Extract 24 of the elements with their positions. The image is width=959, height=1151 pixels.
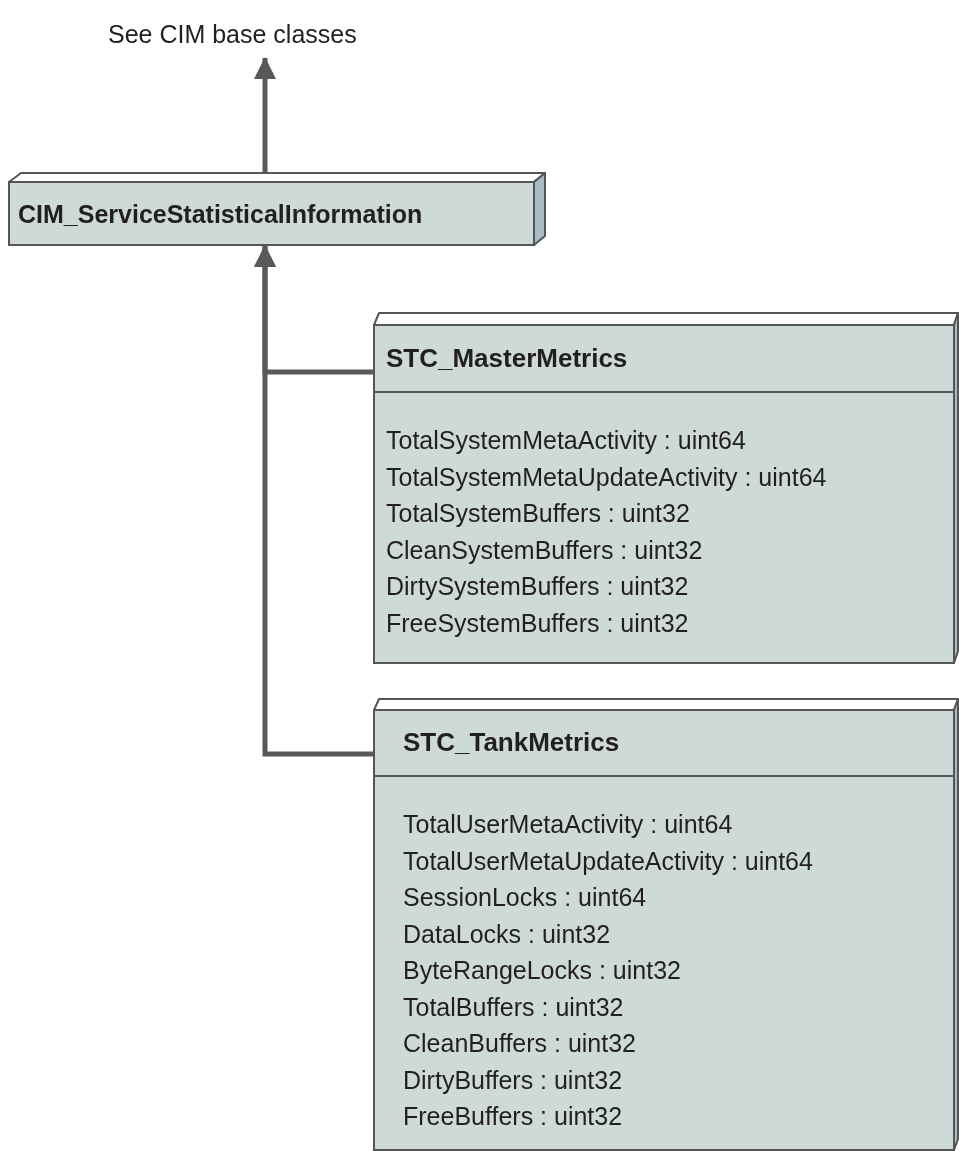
attribute-text: FreeBuffers : uint32 — [403, 1101, 623, 1132]
inheritance-arrow — [254, 57, 276, 172]
attribute-text: TotalBuffers : uint32 — [403, 991, 624, 1023]
attribute-text: CleanBuffers : uint32 — [403, 1028, 637, 1059]
attribute-text: FreeSystemBuffers : uint32 — [386, 607, 689, 639]
inheritance-arrow — [254, 245, 373, 757]
attribute-text: ByteRangeLocks : uint32 — [403, 955, 681, 986]
class-name: CIM_ServiceStatisticalInformation — [18, 199, 423, 230]
attribute-text: DataLocks : uint32 — [403, 918, 611, 950]
attribute-text: DirtySystemBuffers : uint32 — [386, 571, 689, 602]
reference-label: See CIM base classes — [108, 19, 357, 50]
attribute-text: TotalSystemMetaUpdateActivity : uint64 — [386, 461, 827, 493]
attribute-text: CleanSystemBuffers : uint32 — [386, 534, 703, 566]
attribute-text: DirtyBuffers : uint32 — [403, 1064, 623, 1096]
attribute-text: TotalUserMetaActivity : uint64 — [403, 809, 733, 840]
attribute-text: TotalSystemBuffers : uint32 — [386, 498, 690, 529]
class-name: STC_MasterMetrics — [373, 325, 954, 393]
class-box — [373, 312, 959, 664]
class-box — [373, 698, 959, 1151]
attribute-text: TotalSystemMetaActivity : uint64 — [386, 425, 746, 456]
attribute-text: TotalUserMetaUpdateActivity : uint64 — [403, 845, 813, 877]
attribute-text: SessionLocks : uint64 — [403, 882, 647, 913]
class-box — [8, 172, 546, 246]
class-name: STC_TankMetrics — [373, 710, 954, 777]
